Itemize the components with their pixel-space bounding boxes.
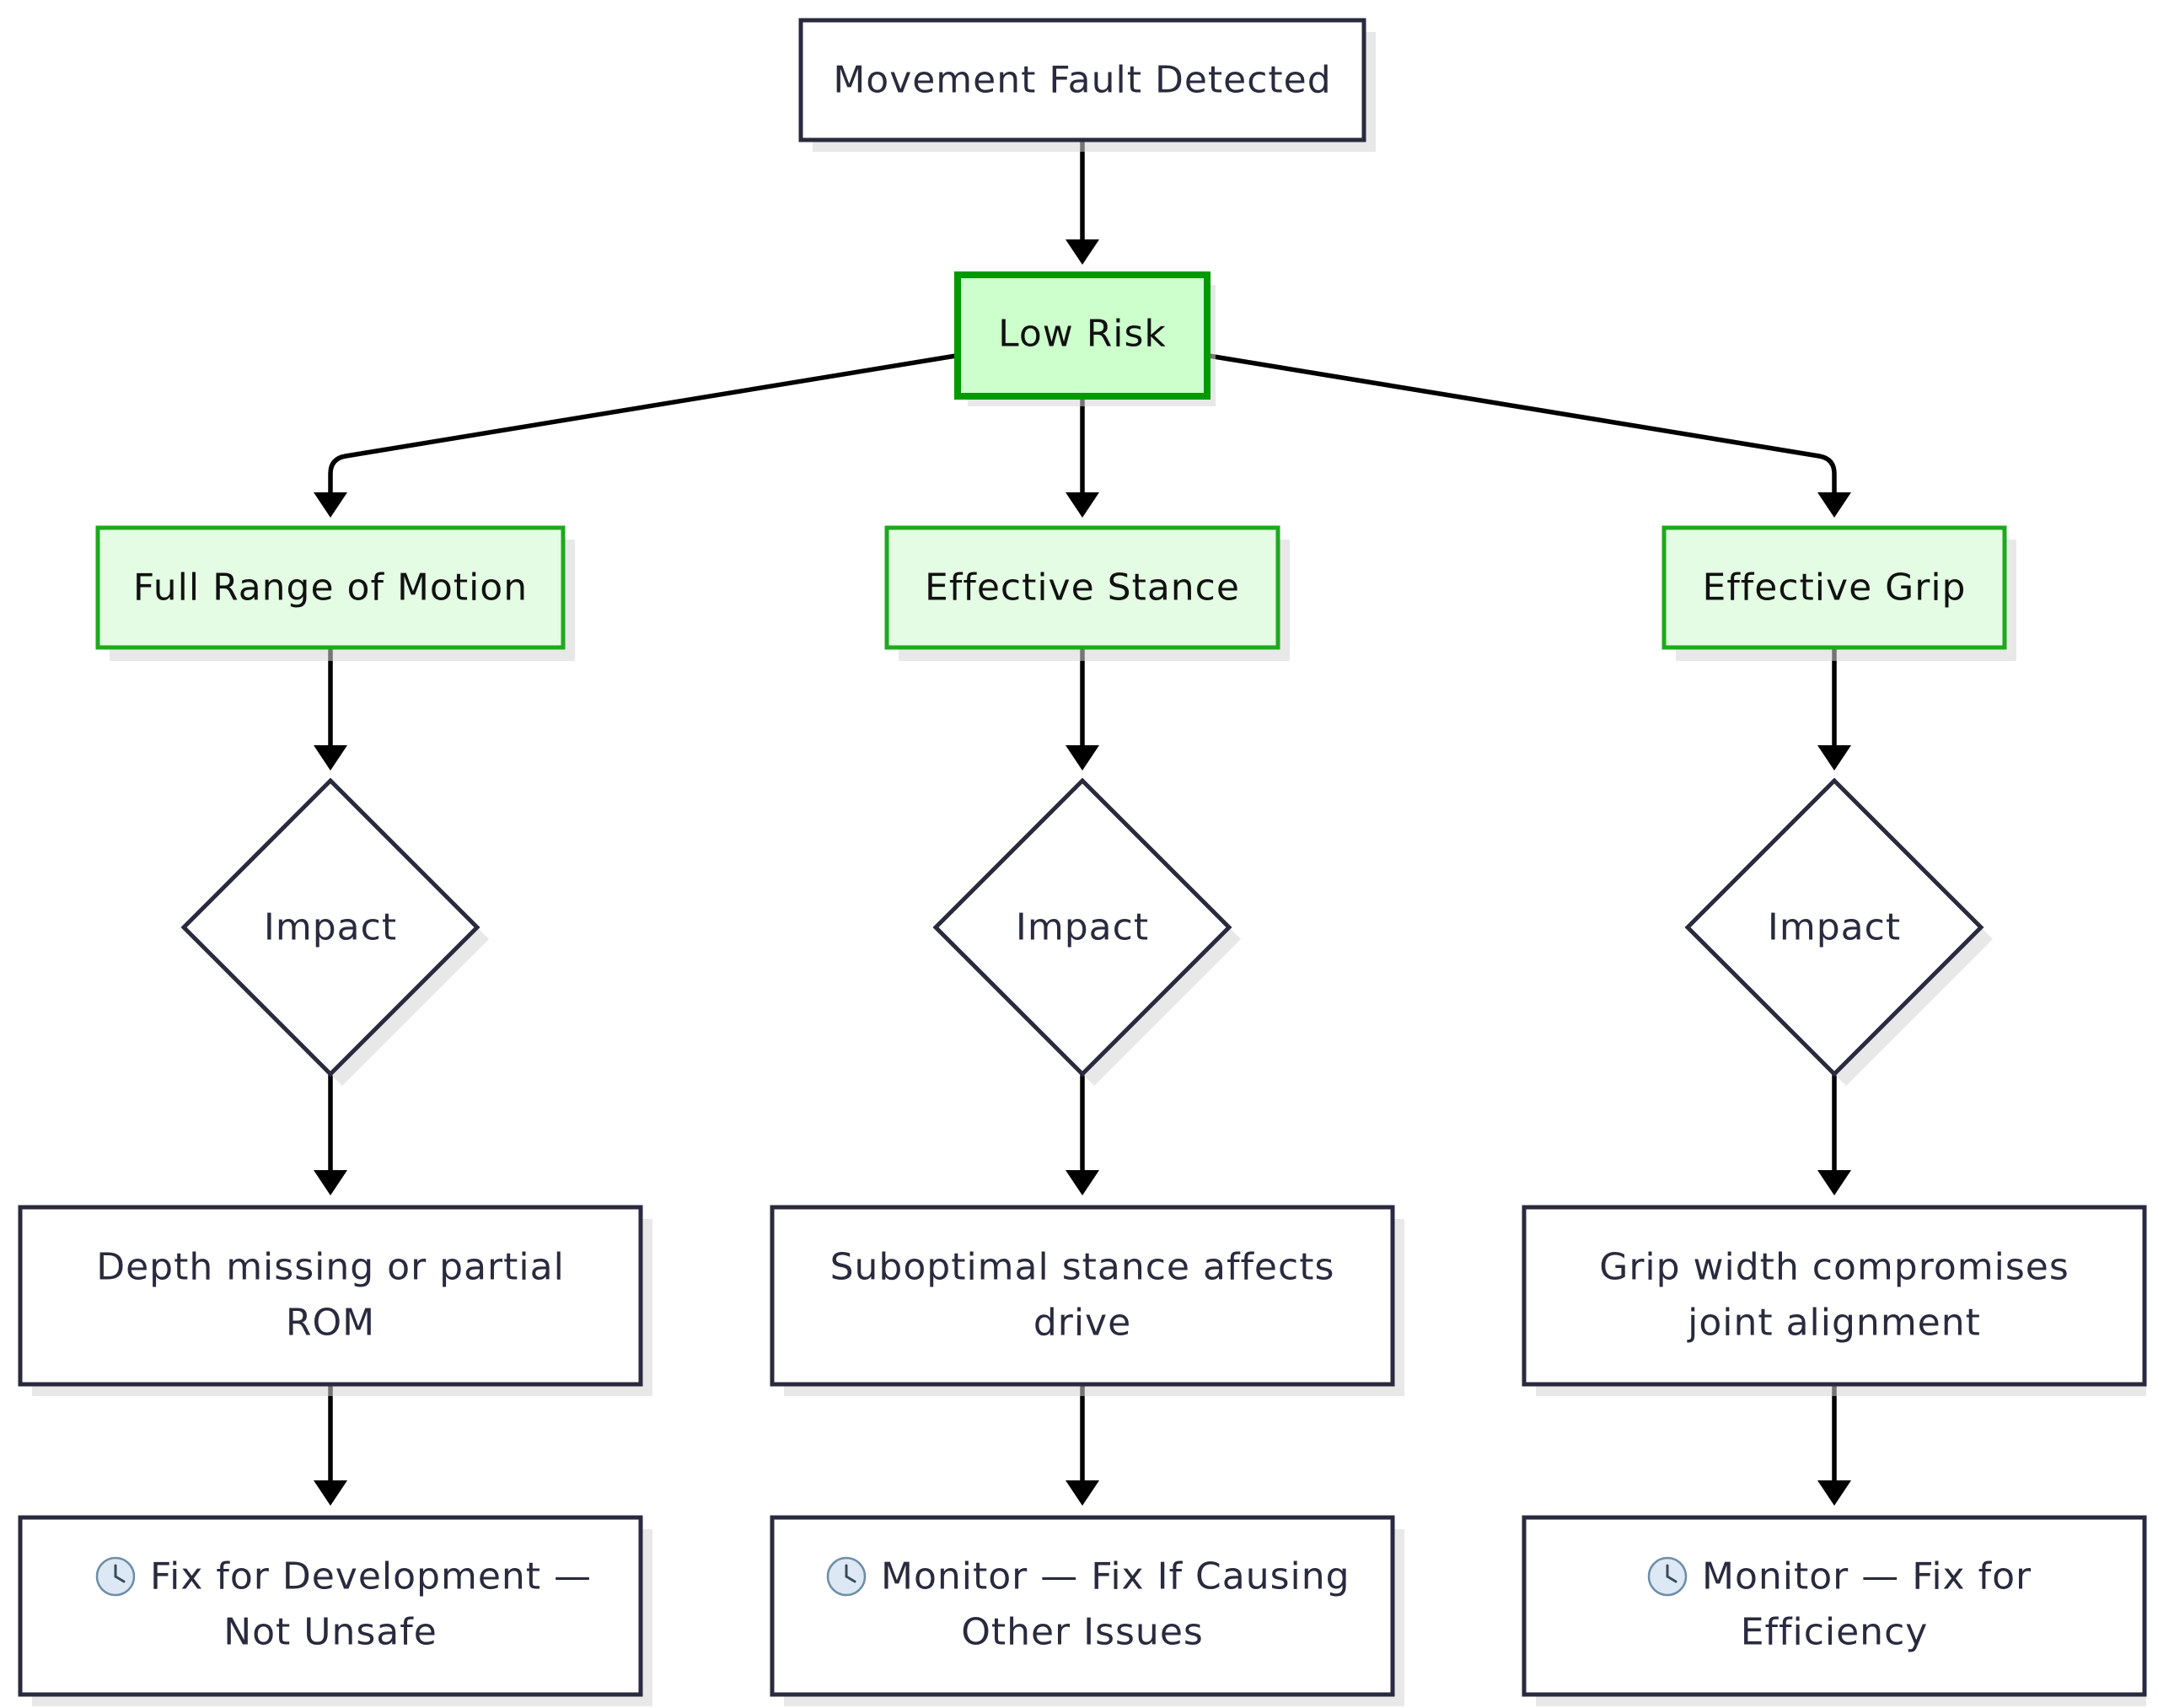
node-label-line1: Depth missing or partial: [96, 1246, 565, 1289]
node-detail-grip: Grip width compromises joint alignment: [1522, 1205, 2147, 1396]
node-label-line2: Other Issues: [961, 1611, 1204, 1654]
decision-impact-stance: Impact: [932, 777, 1241, 1086]
node-label-line2: Efficiency: [1741, 1611, 1929, 1654]
node-action-rom: Fix for Development — Not Unsafe: [18, 1515, 652, 1706]
node-label-line2: ROM: [286, 1302, 375, 1345]
decision-impact-rom: Impact: [180, 777, 489, 1086]
arrowhead: [1066, 745, 1099, 771]
decision-impact-grip: Impact: [1684, 777, 1993, 1086]
arrowhead: [1817, 1170, 1851, 1195]
node-label: Full Range of Motion: [133, 567, 528, 610]
clock-icon: [1647, 1556, 1688, 1597]
edge-risk-to-rom: [328, 353, 957, 496]
node-label: Low Risk: [998, 313, 1167, 356]
arrowhead: [314, 745, 347, 771]
arrowhead: [314, 492, 347, 518]
node-low-risk: Low Risk: [954, 271, 1216, 406]
node-detail-rom: Depth missing or partial ROM: [18, 1205, 652, 1396]
node-effective-grip: Effective Grip: [1661, 525, 2016, 661]
node-label: Effective Stance: [925, 567, 1240, 610]
node-label-line1: Suboptimal stance affects: [830, 1246, 1335, 1289]
node-detail-stance: Suboptimal stance affects drive: [770, 1205, 1404, 1396]
node-label-line1: Grip width compromises: [1599, 1246, 2069, 1289]
node-label: Movement Fault Detected: [833, 59, 1331, 102]
node-full-range-of-motion: Full Range of Motion: [95, 525, 575, 661]
arrowhead: [1066, 1170, 1099, 1195]
decision-label: Impact: [1016, 906, 1149, 949]
decision-label: Impact: [1768, 906, 1901, 949]
clock-icon: [826, 1556, 867, 1597]
arrowhead: [314, 1480, 347, 1506]
node-action-stance: Monitor — Fix If Causing Other Issues: [770, 1515, 1404, 1706]
arrowhead: [1066, 1480, 1099, 1506]
edges: [314, 142, 1851, 1506]
node-label-line1: Monitor — Fix for: [1702, 1555, 2032, 1598]
node-action-grip: Monitor — Fix for Efficiency: [1522, 1515, 2147, 1706]
arrowhead: [1066, 492, 1099, 518]
arrowhead: [1817, 1480, 1851, 1506]
node-label-line2: drive: [1033, 1302, 1131, 1345]
arrowhead: [314, 1170, 347, 1195]
node-label-line1: Fix for Development —: [150, 1555, 592, 1598]
decision-label: Impact: [264, 906, 397, 949]
edge-risk-to-grip: [1208, 353, 1837, 496]
node-label: Effective Grip: [1703, 567, 1967, 610]
node-label-line2: joint alignment: [1687, 1302, 1981, 1345]
node-label-line1: Monitor — Fix If Causing: [881, 1555, 1350, 1598]
arrowhead: [1817, 745, 1851, 771]
node-movement-fault-detected: Movement Fault Detected: [798, 18, 1376, 152]
clock-icon: [95, 1556, 136, 1597]
arrowhead: [1066, 239, 1099, 265]
node-effective-stance: Effective Stance: [884, 525, 1290, 661]
node-label-line2: Not Unsafe: [223, 1611, 438, 1654]
arrowhead: [1817, 492, 1851, 518]
